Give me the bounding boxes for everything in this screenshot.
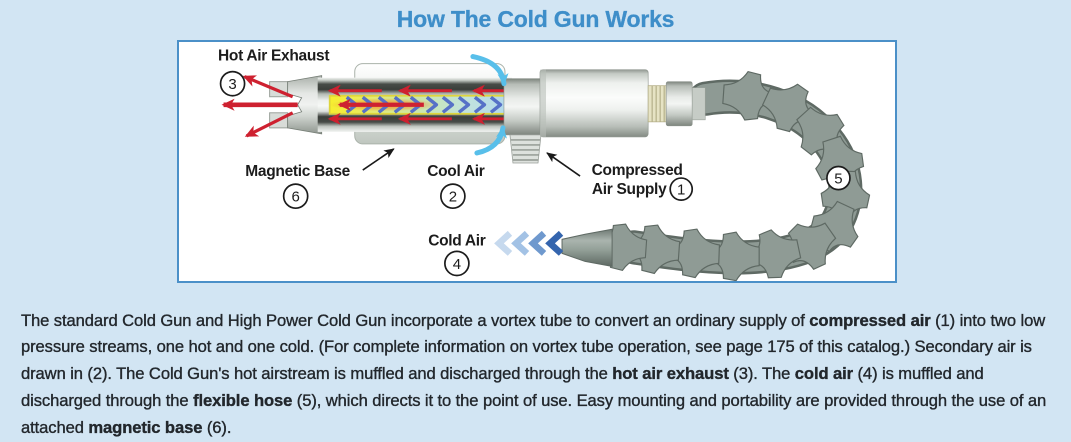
- hot-end-nozzle: [269, 75, 323, 135]
- term-flexible-hose: flexible hose: [193, 390, 293, 410]
- page-title: How The Cold Gun Works: [396, 6, 675, 32]
- badge-circle-2: [440, 183, 466, 210]
- cold-gun-diagram: Hot Air Exhaust 3 Magnetic Base 6 Cool A…: [218, 48, 871, 281]
- hot-air-exhaust-arrows-icon: [221, 75, 298, 138]
- label-cool-air: Cool Air: [427, 163, 485, 180]
- badge-circle-3: [219, 70, 246, 97]
- cold-air-chevrons-icon: [494, 230, 564, 256]
- cold-air-nozzle: [561, 228, 613, 268]
- badge-number-3: 3: [228, 76, 236, 93]
- term-hot-air-exhaust: hot air exhaust: [612, 364, 729, 384]
- cool-air-intake-arrows-icon: [470, 54, 509, 156]
- para-seg: (3). The: [728, 364, 795, 384]
- para-seg: (6).: [202, 417, 232, 437]
- muffler-cylinder: [539, 69, 649, 138]
- flexible-hose: [561, 69, 871, 281]
- compressed-air-leader: [546, 152, 581, 177]
- label-compressed-line2: Air Supply: [592, 181, 667, 198]
- badge-circle-1: [669, 177, 694, 202]
- label-compressed-line1: Compressed: [592, 162, 683, 179]
- badge-number-6: 6: [291, 189, 299, 206]
- leader-arrows: [362, 148, 581, 177]
- badge-number-4: 4: [453, 256, 461, 273]
- compressed-air-inlet-nipple: [509, 134, 542, 164]
- hot-flow-arrows-icon: [327, 84, 507, 125]
- badge-number-5: 5: [834, 171, 842, 188]
- term-cold-air: cold air: [794, 364, 854, 384]
- para-seg: The standard Cold Gun and High Power Col…: [21, 310, 810, 330]
- magnetic-base-leader: [362, 148, 395, 171]
- badge-circle-4: [444, 250, 470, 277]
- badge-circle-6: [282, 183, 309, 210]
- badge-circle-5: [826, 165, 851, 191]
- para-seg: (4) is muffled and discharged through th…: [21, 364, 984, 410]
- para-seg: (5), which directs it to the point of us…: [292, 390, 825, 410]
- badge-number-1: 1: [677, 182, 685, 199]
- valve-block: [503, 78, 542, 136]
- badge-number-2: 2: [449, 189, 457, 206]
- para-seg: (1) into two low pressure streams, one h…: [21, 310, 1046, 384]
- threaded-fitting: [647, 81, 706, 127]
- label-magnetic-base: Magnetic Base: [245, 163, 350, 180]
- label-hot-air-exhaust: Hot Air Exhaust: [218, 48, 329, 65]
- vortex-tube: [317, 77, 512, 132]
- diagram-panel: Hot Air Exhaust 3 Magnetic Base 6 Cool A…: [177, 40, 897, 283]
- label-cold-air: Cold Air: [428, 232, 486, 249]
- term-magnetic-base: magnetic base: [88, 417, 203, 437]
- diagram-labels: Hot Air Exhaust 3 Magnetic Base 6 Cool A…: [218, 48, 851, 277]
- description-paragraph: The standard Cold Gun and High Power Col…: [21, 308, 1053, 442]
- term-compressed-air: compressed air: [809, 310, 931, 330]
